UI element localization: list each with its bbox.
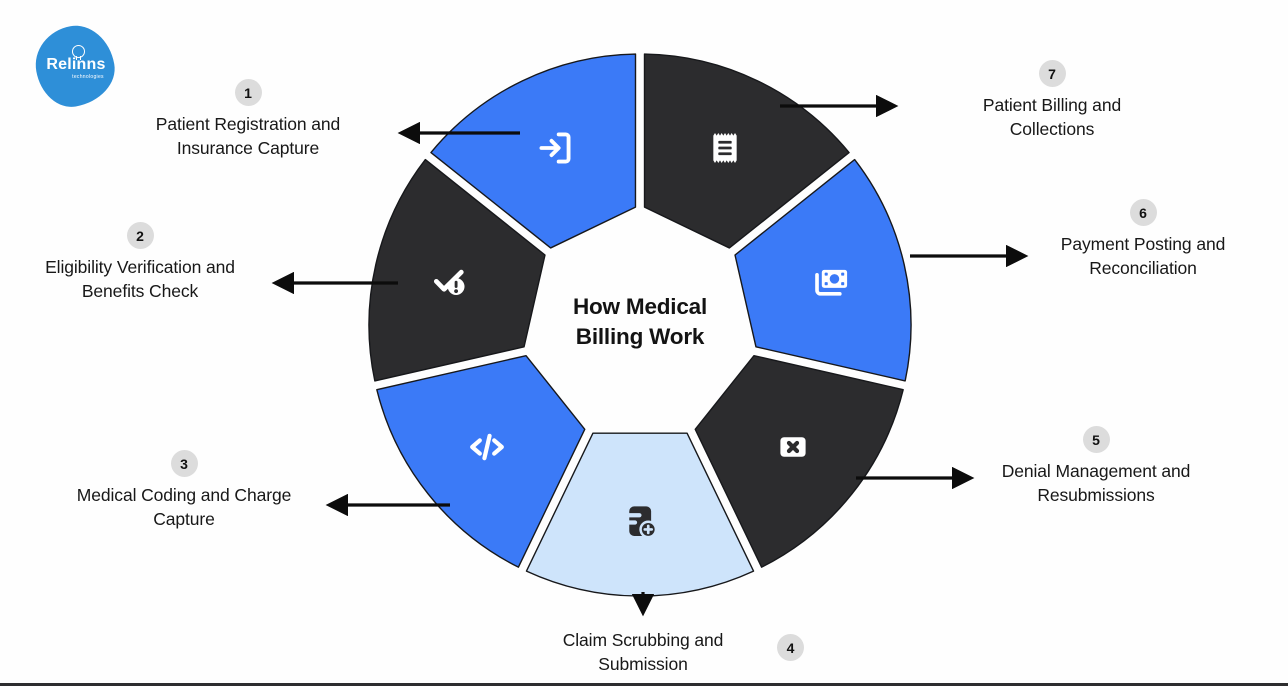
logo-sub-text: technologies bbox=[72, 74, 104, 80]
lightbulb-icon bbox=[72, 45, 85, 60]
step-3-label-group: 3 Medical Coding and Charge Capture bbox=[59, 450, 309, 532]
check-alert-icon bbox=[426, 258, 472, 304]
receipt-icon bbox=[705, 128, 745, 168]
step-5-number-badge: 5 bbox=[1082, 426, 1110, 453]
step-6-number-badge: 6 bbox=[1129, 199, 1157, 226]
step-4-number-badge: 4 bbox=[777, 634, 804, 661]
step-2-label: Eligibility Verification and Benefits Ch… bbox=[45, 257, 235, 301]
login-icon bbox=[533, 126, 577, 170]
relinns-logo: Relinns technologies bbox=[29, 19, 121, 113]
step-5-label: Denial Management and Resubmissions bbox=[1001, 461, 1191, 505]
bottom-edge-line bbox=[0, 683, 1288, 686]
step-1-number-badge: 1 bbox=[234, 79, 262, 106]
step-5-label-group: 5 Denial Management and Resubmissions bbox=[971, 426, 1221, 508]
step-6-label: Payment Posting and Reconciliation bbox=[1060, 234, 1226, 278]
step-7-label: Patient Billing and Collections bbox=[982, 95, 1122, 139]
note-add-icon bbox=[617, 498, 663, 544]
close-box-icon bbox=[772, 426, 814, 468]
step-7-number-badge: 7 bbox=[1038, 60, 1066, 87]
wheel-segment-step-7 bbox=[643, 53, 850, 249]
step-3-number-badge: 3 bbox=[170, 450, 198, 477]
code-icon bbox=[463, 423, 511, 471]
step-4-label: Claim Scrubbing and Submission bbox=[562, 630, 724, 674]
logo-brand-text: Relinns bbox=[46, 56, 106, 73]
wheel-title: How Medical Billing Work bbox=[572, 294, 708, 349]
banknote-icon bbox=[808, 258, 854, 304]
step-1-label: Patient Registration and Insurance Captu… bbox=[155, 114, 341, 158]
step-3-label: Medical Coding and Charge Capture bbox=[76, 485, 292, 529]
step-7-label-group: 7 Patient Billing and Collections bbox=[952, 60, 1152, 142]
step-1-label-group: 1 Patient Registration and Insurance Cap… bbox=[123, 79, 373, 161]
step-4-label-group: Claim Scrubbing and Submission 4 bbox=[528, 629, 804, 677]
step-6-label-group: 6 Payment Posting and Reconciliation bbox=[1028, 199, 1258, 281]
step-2-label-group: 2 Eligibility Verification and Benefits … bbox=[15, 222, 265, 304]
step-2-number-badge: 2 bbox=[126, 222, 154, 249]
